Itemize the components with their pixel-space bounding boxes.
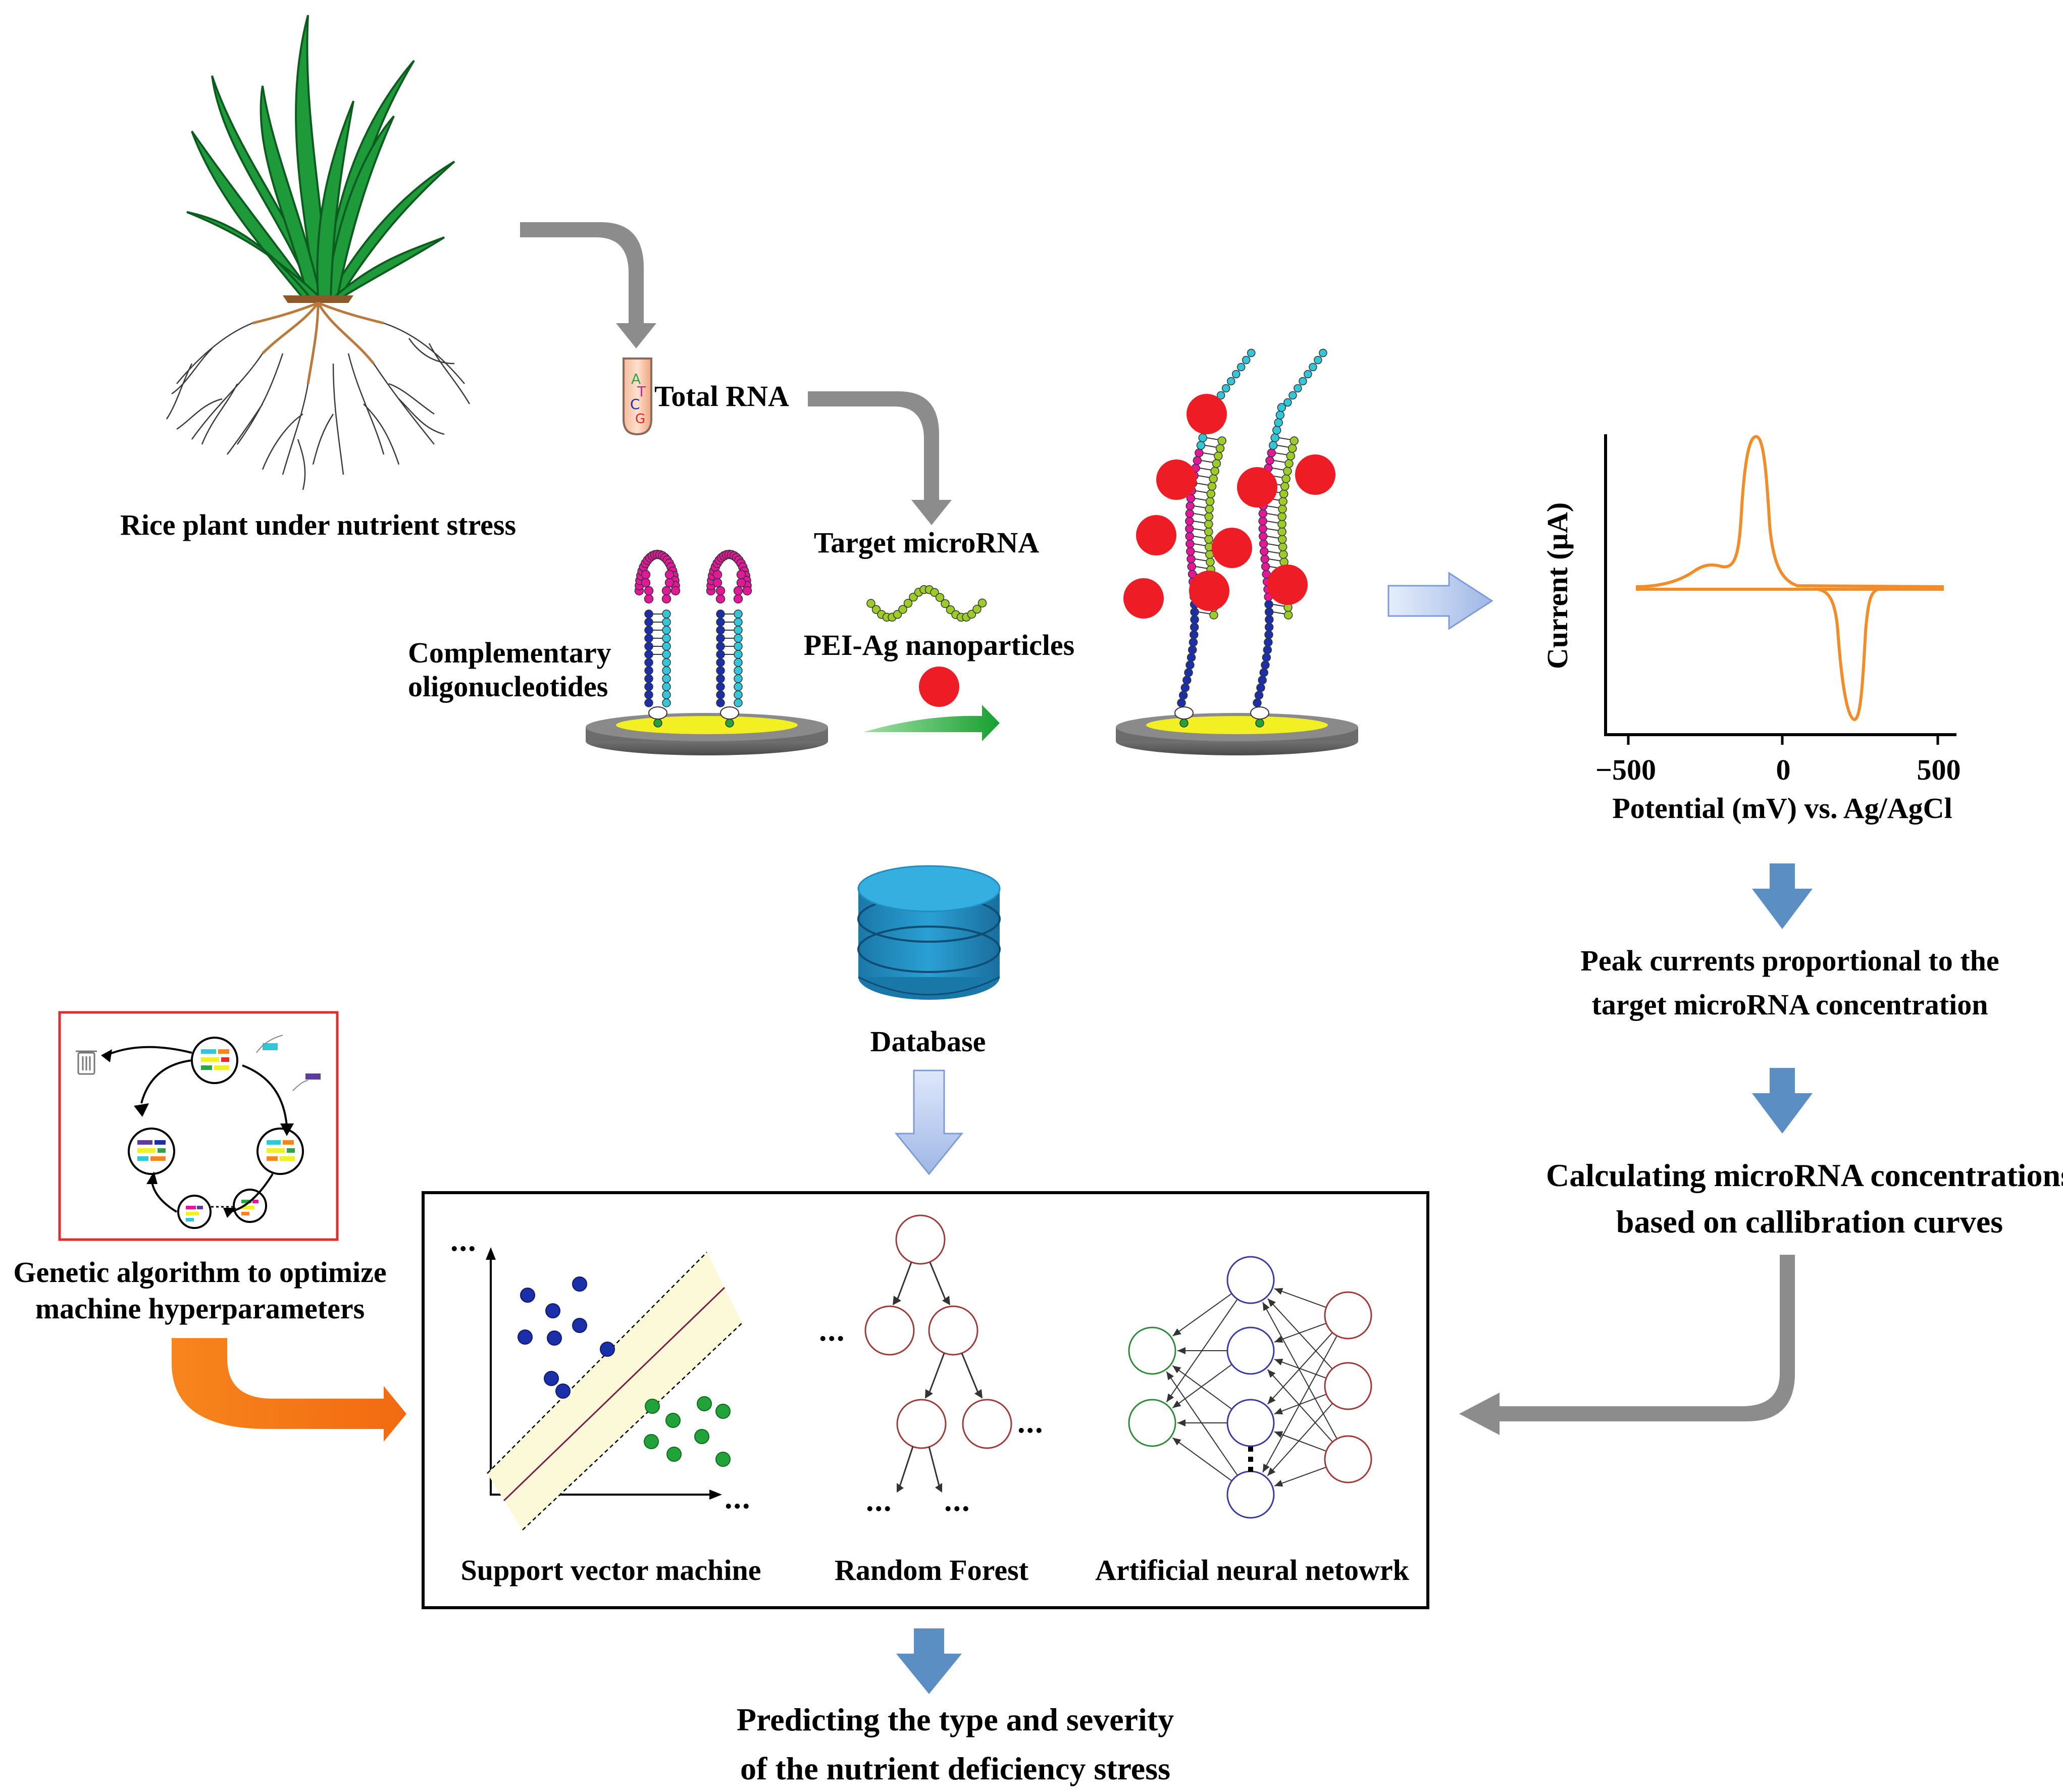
step-peak-line2: target microRNA concentration [1591, 988, 1988, 1021]
svm-illustration [486, 1247, 743, 1530]
electrode-with-nanoparticles [1116, 348, 1358, 755]
probe-label-line1: Complementary [408, 636, 611, 669]
step-peak-line1: Peak currents proportional to the [1580, 944, 1999, 977]
svm-ellipsis-top: ... [450, 1223, 477, 1258]
blue-arrow-to-voltammogram [1387, 572, 1493, 630]
random-forest-illustration [864, 1214, 1012, 1493]
blue-arrow-step1 [1752, 863, 1813, 929]
svm-label: Support vector machine [460, 1554, 761, 1586]
blue-arrow-database-to-models [894, 1069, 964, 1175]
blue-arrow-step2 [1752, 1068, 1813, 1134]
ann-label: Artificial neural netowrk [1095, 1554, 1409, 1586]
output-line1: Predicting the type and severity [736, 1702, 1174, 1737]
rf-ellipsis-bottom-left: ... [866, 1483, 893, 1518]
rf-ellipsis-left: ... [819, 1313, 846, 1348]
voltammogram-y-axis-label: Current (µA) [1541, 502, 1574, 670]
electrode-with-hairpin-probes [586, 549, 828, 755]
svg-text:C: C [630, 396, 640, 413]
output-line2: of the nutrient deficiency stress [740, 1751, 1170, 1786]
orange-arrow-to-models [172, 1338, 406, 1442]
genetic-algorithm-panel [58, 1011, 339, 1241]
voltammogram-x-axis-label: Potential (mV) vs. Ag/AgCl [1612, 792, 1952, 825]
gray-arrow-calc-to-models [1459, 1255, 1795, 1435]
svg-text:G: G [635, 412, 645, 427]
genetic-label-line2: machine hyperparameters [35, 1292, 365, 1325]
svg-text:A: A [631, 371, 641, 387]
voltammogram-tick-2: 0 [1776, 753, 1791, 786]
rf-ellipsis-bottom-right: ... [944, 1483, 971, 1518]
green-arrow [863, 705, 1000, 741]
step-calc-line2: based on callibration curves [1616, 1204, 2003, 1240]
voltammogram-tick-1: −500 [1595, 753, 1657, 786]
plant-label: Rice plant under nutrient stress [120, 508, 517, 541]
ag-nanoparticle-icon [919, 667, 959, 707]
rice-plant-illustration [166, 15, 471, 490]
gray-arrow-rna-to-target [808, 391, 952, 525]
database-icon [857, 865, 1001, 1000]
nanoparticles-label: PEI-Ag nanoparticles [803, 629, 1075, 661]
cyclic-voltammogram-chart [1604, 434, 1956, 745]
gray-arrow-plant-to-rna [520, 222, 656, 348]
step-calc-line1: Calculating microRNA concentrations [1545, 1157, 2063, 1193]
svm-ellipsis-bottom: ... [725, 1481, 751, 1515]
target-microrna-strand [866, 585, 987, 622]
database-label: Database [870, 1025, 986, 1058]
target-microrna-label: Target microRNA [813, 526, 1040, 559]
models-frame [422, 1191, 1429, 1609]
trash-icon [76, 1050, 97, 1075]
svg-text:T: T [637, 383, 646, 400]
probe-label-line2: oligonucleotides [408, 670, 608, 703]
genetic-label-line1: Genetic algorithm to optimize [13, 1256, 387, 1289]
neural-network-illustration [1128, 1256, 1372, 1519]
total-rna-label: Total RNA [654, 380, 789, 413]
voltammogram-curve [1635, 435, 1944, 722]
voltammogram-tick-3: 500 [1917, 753, 1961, 786]
rna-tube-icon: A T C G [623, 357, 652, 436]
rf-ellipsis-right: ... [1017, 1405, 1044, 1440]
rf-label: Random Forest [835, 1554, 1028, 1586]
